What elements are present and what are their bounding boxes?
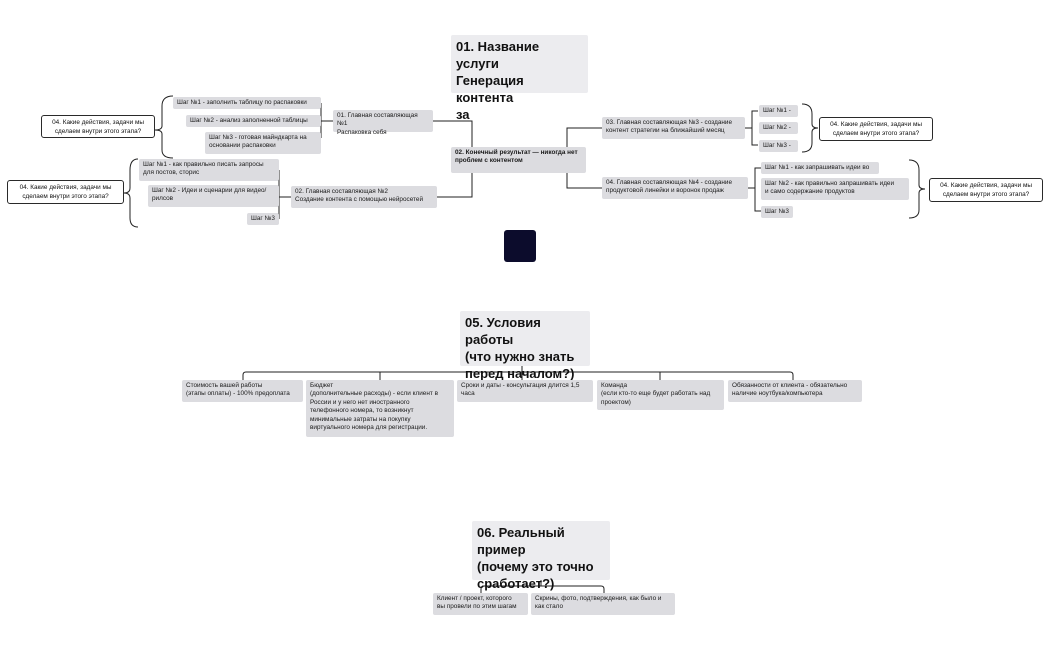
condition-cost[interactable]: Стоимость вашей работы (этапы оплаты) - … xyxy=(182,380,303,402)
condition-client-duties[interactable]: Обязанности от клиента - обязательно нал… xyxy=(728,380,862,402)
example-proof[interactable]: Скрины, фото, подтверждения, как было и … xyxy=(531,593,675,615)
condition-team[interactable]: Команда (если кто-то еще будет работать … xyxy=(597,380,724,410)
rt-question[interactable]: 04. Какие действия, задачи мы сделаем вн… xyxy=(819,117,933,141)
square-button-icon[interactable] xyxy=(504,230,536,262)
final-result-node[interactable]: 02. Конечный результат — никогда нет про… xyxy=(451,147,586,173)
rt-step-2[interactable]: Шаг №2 - xyxy=(759,122,798,134)
rt-step-1[interactable]: Шаг №1 - xyxy=(759,105,798,117)
lb-step-3[interactable]: Шаг №3 xyxy=(247,213,279,225)
rt-step-3[interactable]: Шаг №3 - xyxy=(759,140,798,152)
main-component-1[interactable]: 01. Главная составляющая №1 Распаковка с… xyxy=(333,110,433,136)
condition-budget[interactable]: Бюджет (дополнительные расходы) - если к… xyxy=(306,380,454,437)
conditions-title[interactable]: 05. Условия работы (что нужно знать пере… xyxy=(460,311,590,381)
lt-step-1[interactable]: Шаг №1 - заполнить таблицу по распаковки xyxy=(173,97,321,109)
lt-step-3[interactable]: Шаг №3 - готовая майндкарта на основании… xyxy=(205,132,321,154)
rb-step-3[interactable]: Шаг №3 xyxy=(761,206,793,218)
condition-dates[interactable]: Сроки и даты - консультация длится 1,5 ч… xyxy=(457,380,593,402)
lb-step-2[interactable]: Шаг №2 - Идеи и сценарии для видео/ рилс… xyxy=(148,185,279,207)
lb-question[interactable]: 04. Какие действия, задачи мы сделаем вн… xyxy=(7,180,124,204)
main-component-4[interactable]: 04. Главная составляющая №4 - создание п… xyxy=(602,177,748,199)
lt-question[interactable]: 04. Какие действия, задачи мы сделаем вн… xyxy=(41,115,155,138)
lt-step-2[interactable]: Шаг №2 - анализ заполненной таблицы xyxy=(186,115,321,127)
rb-question[interactable]: 04. Какие действия, задачи мы сделаем вн… xyxy=(929,178,1043,202)
rb-step-1[interactable]: Шаг №1 - как запрашивать идеи во xyxy=(761,162,879,174)
example-client[interactable]: Клиент / проект, которого вы провели по … xyxy=(433,593,528,615)
lb-step-1[interactable]: Шаг №1 - как правильно писать запросы дл… xyxy=(139,159,279,181)
main-component-3[interactable]: 03. Главная составляющая №3 - создание к… xyxy=(602,117,745,139)
rb-step-2[interactable]: Шаг №2 - как правильно запрашивать идеи … xyxy=(761,178,909,200)
main-component-2[interactable]: 02. Главная составляющая №2 Создание кон… xyxy=(291,186,437,208)
example-title[interactable]: 06. Реальный пример (почему это точно ср… xyxy=(472,521,610,591)
service-title[interactable]: 01. Название услуги Генерация контента з… xyxy=(451,35,588,122)
